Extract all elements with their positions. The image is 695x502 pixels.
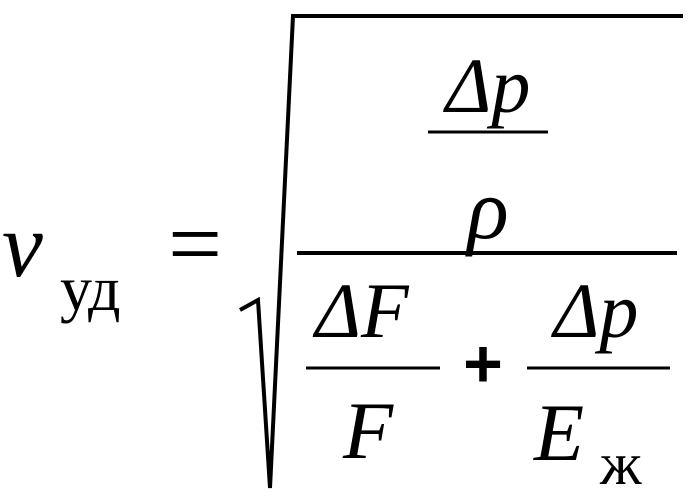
plus-sign: + <box>463 326 503 402</box>
lhs-symbol: v <box>2 194 43 296</box>
denominator-term2-subscript: ж <box>599 431 642 497</box>
denominator-term2-bottom: E <box>533 387 584 478</box>
radical-sign <box>239 14 683 489</box>
numerator-top: Δp <box>443 42 531 129</box>
numerator-bottom: ρ <box>464 161 508 257</box>
equals-sign: = <box>168 190 222 297</box>
denominator-term1-top: ΔF <box>312 267 410 354</box>
denominator-term1-bottom: F <box>342 385 394 476</box>
lhs-subscript: уд <box>60 253 121 324</box>
denominator-term2-top: Δp <box>551 267 639 354</box>
